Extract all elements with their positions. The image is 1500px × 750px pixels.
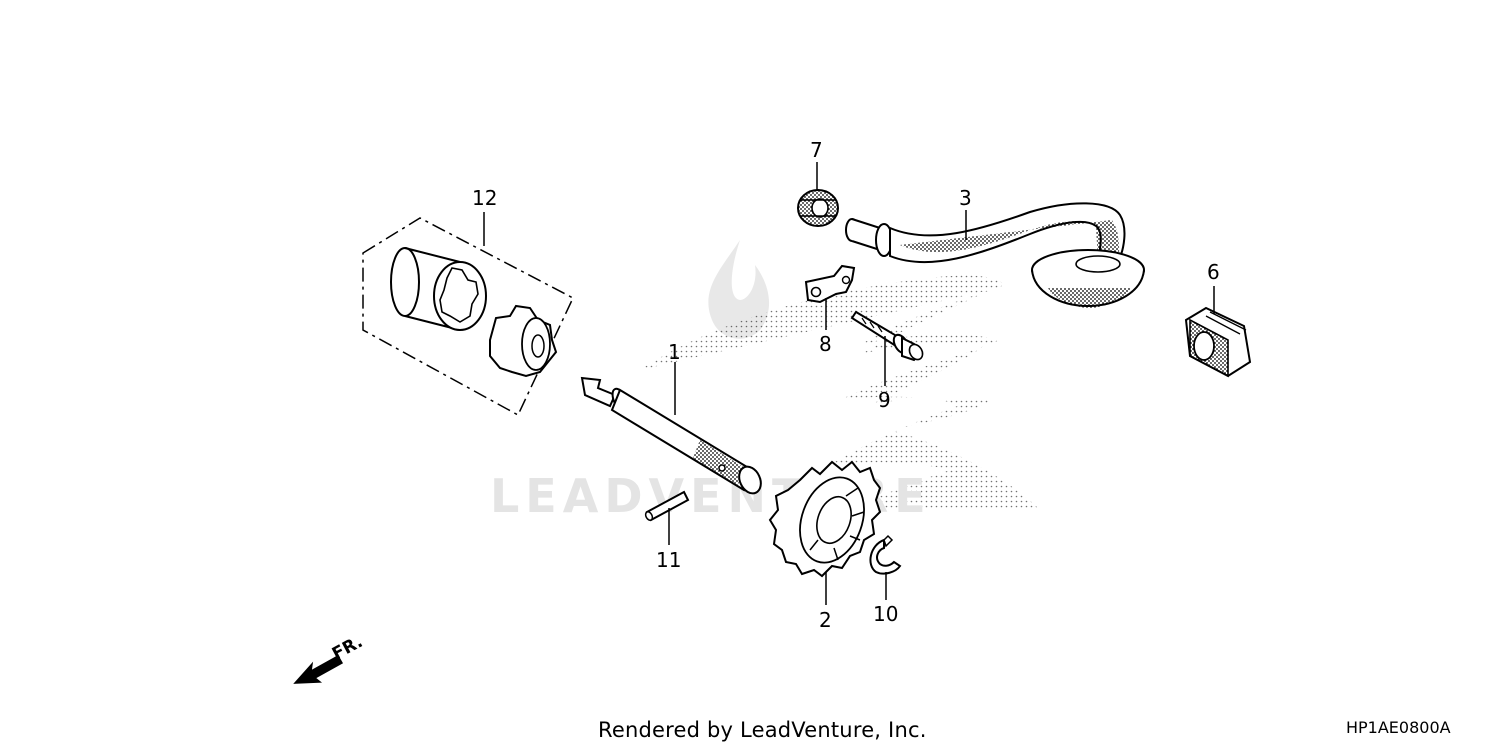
part-11-pin[interactable] xyxy=(644,490,690,522)
front-arrow-icon xyxy=(293,654,344,684)
callout-10[interactable]: 10 xyxy=(873,602,899,626)
watermark-flame-icon xyxy=(708,240,770,339)
callout-2[interactable]: 2 xyxy=(819,608,832,632)
part-2-sprocket[interactable] xyxy=(768,460,882,578)
callout-11[interactable]: 11 xyxy=(656,548,682,572)
part-9-bolt[interactable] xyxy=(850,310,925,362)
footer-credit: Rendered by LeadVenture, Inc. xyxy=(598,718,927,742)
callout-7[interactable]: 7 xyxy=(810,138,823,162)
callout-6[interactable]: 6 xyxy=(1207,260,1220,284)
part-1-pump-shaft[interactable] xyxy=(580,376,765,497)
callout-1[interactable]: 1 xyxy=(668,340,681,364)
part-10-circlip[interactable] xyxy=(869,534,902,575)
part-12-rotor-set[interactable] xyxy=(362,217,574,417)
outer-rotor xyxy=(390,247,487,331)
callout-3[interactable]: 3 xyxy=(959,186,972,210)
diagram-code: HP1AE0800A xyxy=(1346,718,1451,737)
part-6-grommet-block[interactable] xyxy=(1184,306,1252,378)
watermark: LEADVENTURE xyxy=(490,240,1040,523)
callout-9[interactable]: 9 xyxy=(878,388,891,412)
part-3-strainer-pipe[interactable] xyxy=(845,202,1145,308)
watermark-wing-shading xyxy=(640,275,1040,510)
callout-8[interactable]: 8 xyxy=(819,332,832,356)
inner-rotor xyxy=(489,304,558,378)
part-7-grommet[interactable] xyxy=(797,189,839,227)
part-8-plate[interactable] xyxy=(804,264,856,304)
callout-12[interactable]: 12 xyxy=(472,186,498,210)
